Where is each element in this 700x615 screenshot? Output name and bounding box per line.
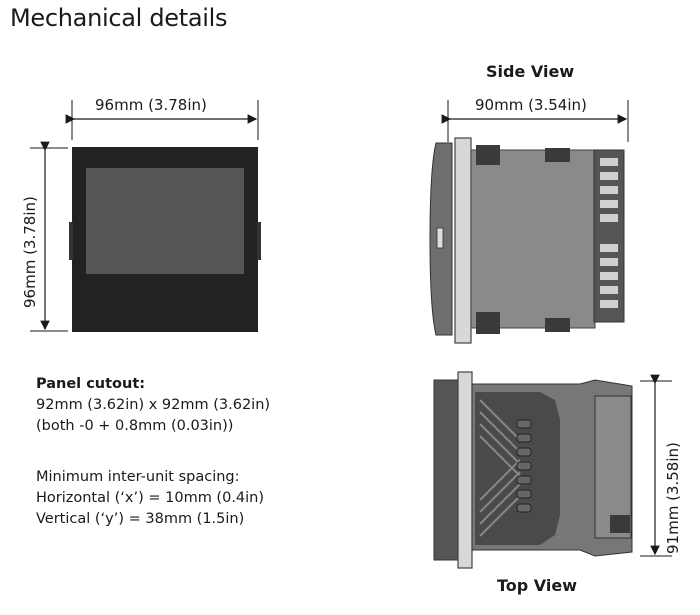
front-height-label: 96mm (3.78in) [21,196,39,308]
front-view [30,100,261,332]
page-title: Mechanical details [10,4,228,32]
side-view-title: Side View [486,62,575,81]
side-depth-label: 90mm (3.54in) [475,96,587,114]
spacing-heading: Minimum inter-unit spacing: [36,469,240,485]
panel-cutout-size: 92mm (3.62in) x 92mm (3.62in) [36,397,271,413]
side-view [429,100,629,344]
panel-cutout-tolerance: (both -0 + 0.8mm (0.03in)) [36,418,234,434]
spacing-horizontal: Horizontal (‘x’) = 10mm (0.4in) [36,490,265,506]
front-screen [86,168,244,274]
top-view [433,371,672,569]
top-height-label: 91mm (3.58in) [664,442,682,554]
spacing-vertical: Vertical (‘y’) = 38mm (1.5in) [36,511,245,527]
front-width-label: 96mm (3.78in) [95,96,207,114]
panel-cutout-heading: Panel cutout: [36,376,146,392]
top-view-title: Top View [497,576,578,595]
spacing-notes: Minimum inter-unit spacing: Horizontal (… [36,467,264,530]
panel-cutout-notes: Panel cutout: 92mm (3.62in) x 92mm (3.62… [36,374,270,437]
